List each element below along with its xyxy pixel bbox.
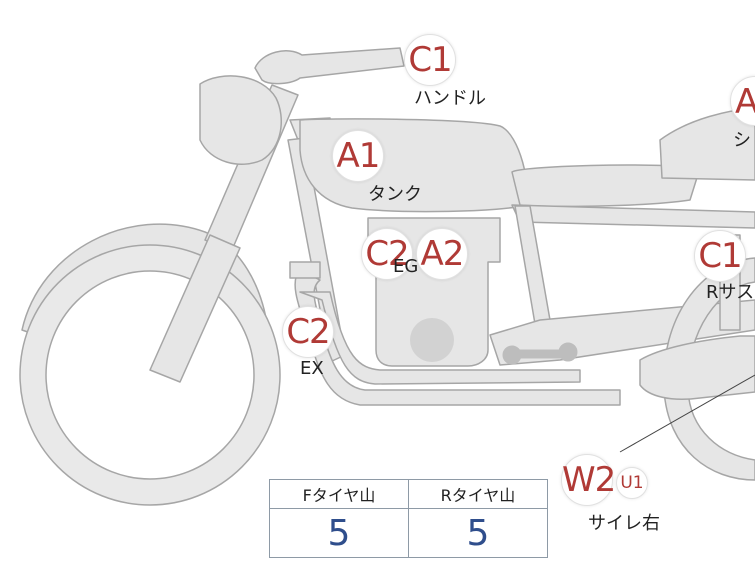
front-tire-header: Fタイヤ山	[269, 479, 409, 509]
muffler	[639, 335, 755, 400]
engine-c-grade-badge: C2	[361, 228, 413, 280]
tank-label: タンク	[368, 184, 422, 205]
rear-tire-value: 5	[408, 508, 548, 558]
engine-label: EG	[393, 256, 419, 277]
cover-u-grade-badge: U1	[616, 467, 648, 499]
side-cover-label: サイレ右	[588, 513, 660, 534]
leader-line	[619, 374, 755, 453]
exhaust-label: EX	[300, 358, 324, 379]
front-tire-value: 5	[269, 508, 409, 558]
rear-tire-header: Rタイヤ山	[408, 479, 548, 509]
handlebar	[254, 47, 405, 85]
handle-grade-badge: C1	[404, 34, 456, 86]
engine-cover	[410, 318, 454, 362]
seat-label: シ	[733, 130, 751, 151]
rear-susp-grade-badge: C1	[694, 230, 746, 282]
tank-grade-badge: A1	[332, 130, 384, 182]
tire-tread-table: Fタイヤ山 Rタイヤ山 5 5	[269, 479, 548, 558]
cover-w-grade-badge: W2	[561, 454, 616, 506]
seat-grade-badge: A	[730, 76, 755, 126]
headlight	[199, 75, 283, 165]
foot-peg	[502, 342, 578, 365]
engine-a-grade-badge: A2	[416, 228, 468, 280]
rear-susp-label: Rサス	[706, 282, 755, 303]
exhaust-grade-badge: C2	[282, 306, 334, 358]
handle-label: ハンドル	[414, 88, 486, 109]
